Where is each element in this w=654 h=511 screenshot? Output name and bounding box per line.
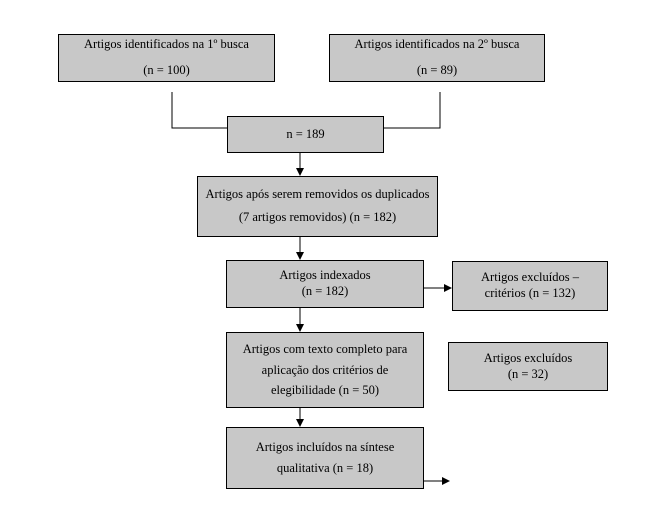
connector-search1-to-total	[171, 92, 227, 129]
excluded-criteria-line-1: Artigos excluídos –	[481, 270, 579, 285]
box-total: n = 189	[227, 116, 384, 153]
search-2-count: (n = 89)	[416, 63, 458, 77]
total-count: n = 189	[286, 126, 325, 141]
search-1-count: (n = 100)	[143, 63, 190, 77]
box-search-2: Artigos identificados na 2º busca (n = 8…	[329, 34, 545, 82]
connector-search2-to-total	[383, 92, 441, 129]
dedup-title: Artigos após serem removidos os duplicad…	[205, 187, 430, 202]
included-line-1: Artigos incluídos na síntese	[255, 440, 395, 455]
box-excluded: Artigos excluídos (n = 32)	[448, 342, 608, 391]
indexed-title: Artigos indexados	[279, 268, 371, 283]
search-1-title: Artigos identificados na 1º busca	[84, 37, 249, 52]
indexed-count: (n = 182)	[301, 284, 349, 298]
box-fulltext: Artigos com texto completo para aplicaçã…	[226, 332, 424, 408]
fulltext-line-3: elegibilidade (n = 50)	[270, 383, 380, 398]
fulltext-line-1: Artigos com texto completo para	[242, 342, 408, 357]
fulltext-line-2: aplicação dos critérios de	[261, 362, 389, 377]
box-included: Artigos incluídos na síntese qualitativa…	[226, 427, 424, 489]
included-line-2: qualitativa (n = 18)	[276, 461, 374, 475]
dedup-count: (7 artigos removidos) (n = 182)	[238, 210, 397, 224]
excluded-criteria-line-2: critérios (n = 132)	[484, 286, 576, 300]
excluded-count: (n = 32)	[507, 366, 549, 381]
box-dedup: Artigos após serem removidos os duplicad…	[197, 176, 438, 237]
box-indexed: Artigos indexados (n = 182)	[226, 260, 424, 308]
box-search-1: Artigos identificados na 1º busca (n = 1…	[58, 34, 275, 82]
excluded-title: Artigos excluídos	[483, 350, 573, 365]
search-2-title: Artigos identificados na 2º busca	[354, 37, 520, 52]
box-excluded-criteria: Artigos excluídos – critérios (n = 132)	[452, 261, 608, 311]
